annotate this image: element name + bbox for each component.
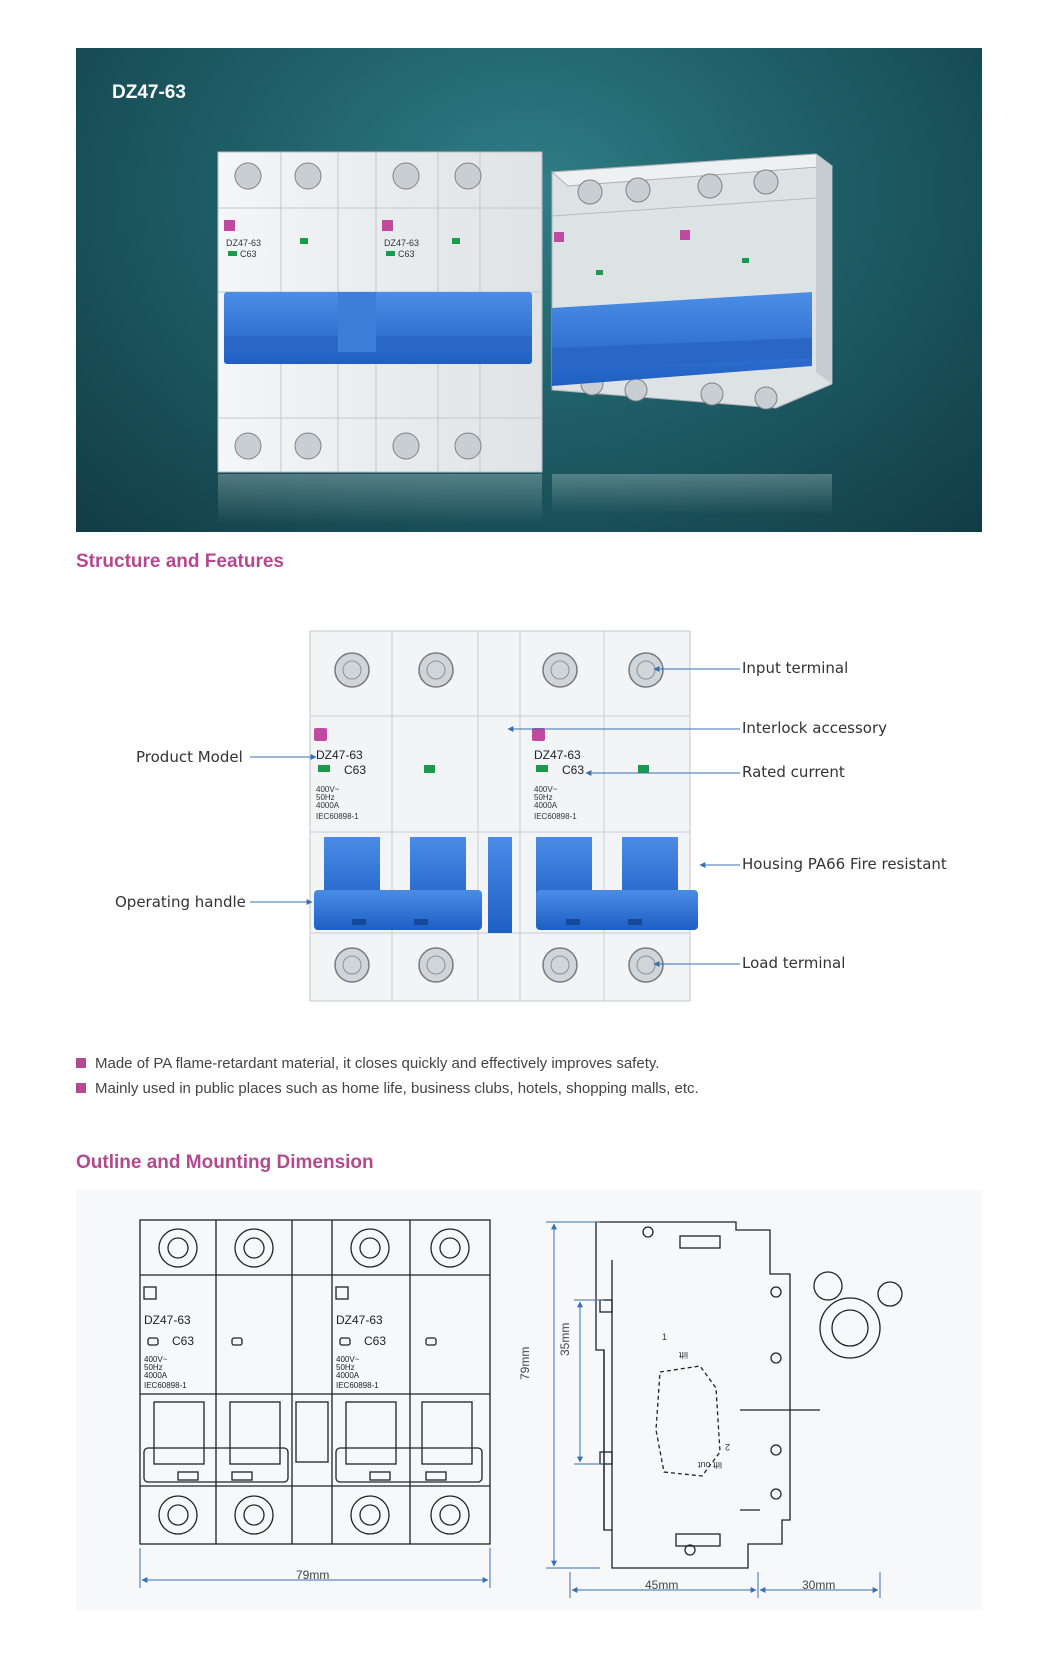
- outline-line2-left: 50Hz: [144, 1363, 163, 1372]
- callout-housing: Housing PA66 Fire resistant: [742, 855, 947, 873]
- outline-standard-right: IEC60898-1: [336, 1381, 379, 1390]
- outline-rating-right: C63: [364, 1334, 386, 1348]
- structure-diagram: DZ47-63 DZ47-63 C63 C63 400V~ 50Hz 4000A…: [250, 630, 740, 1002]
- callout-operating-handle: Operating handle: [115, 893, 246, 911]
- outline-heading: Outline and Mounting Dimension: [76, 1152, 374, 1173]
- outline-drawing: DZ47-63 DZ47-63 C63 C63 400V~ 50Hz 4000A…: [139, 1219, 903, 1598]
- bullet-icon: [76, 1083, 86, 1094]
- callout-input-terminal: Input terminal: [742, 659, 849, 677]
- feature-text-2: Mainly used in public places such as hom…: [95, 1080, 699, 1097]
- outline-rating-left: C63: [172, 1334, 194, 1348]
- side-text-lift: lift: [679, 1350, 688, 1360]
- feature-text-1: Made of PA flame-retardant material, it …: [95, 1055, 660, 1072]
- callout-interlock: Interlock accessory: [742, 719, 888, 737]
- structure-line3-right: 4000A: [534, 801, 558, 810]
- outline-line1-right: 400V~: [336, 1355, 360, 1364]
- outline-line3-left: 4000A: [144, 1371, 168, 1380]
- outline-line3-right: 4000A: [336, 1371, 360, 1380]
- structure-standard-left: IEC60898-1: [316, 812, 359, 821]
- bullet-icon: [76, 1058, 86, 1069]
- hero-breaker-perspective: [550, 153, 834, 514]
- structure-heading: Structure and Features: [76, 551, 284, 572]
- hero-front-model-left: DZ47-63: [226, 238, 261, 248]
- outline-model-right: DZ47-63: [336, 1313, 383, 1327]
- structure-model-left: DZ47-63: [316, 748, 363, 762]
- structure-line2-left: 50Hz: [316, 793, 335, 802]
- structure-rating-left: C63: [344, 763, 366, 777]
- outline-model-left: DZ47-63: [144, 1313, 191, 1327]
- structure-line1-left: 400V~: [316, 785, 340, 794]
- callout-product-model: Product Model: [136, 748, 243, 766]
- outline-standard-left: IEC60898-1: [144, 1381, 187, 1390]
- hero-banner: DZ47-63: [76, 48, 982, 532]
- dim-depth-label: 45mm: [645, 1578, 679, 1592]
- structure-line3-left: 4000A: [316, 801, 340, 810]
- hero-front-model-right: DZ47-63: [384, 238, 419, 248]
- structure-line1-right: 400V~: [534, 785, 558, 794]
- callout-load-terminal: Load terminal: [742, 954, 846, 972]
- outline-line1-left: 400V~: [144, 1355, 168, 1364]
- structure-rating-right: C63: [562, 763, 584, 777]
- dim-handle-label: 30mm: [802, 1578, 836, 1592]
- side-text-lift-out: lift out: [697, 1460, 722, 1470]
- dim-width-label: 79mm: [296, 1568, 330, 1582]
- outline-line2-right: 50Hz: [336, 1363, 355, 1372]
- side-num-2: 2: [725, 1442, 730, 1452]
- outline-front-view: [139, 1219, 491, 1545]
- outline-drawing-area: [76, 1190, 982, 1610]
- feature-item-1: Made of PA flame-retardant material, it …: [76, 1055, 659, 1072]
- outline-side-view: [595, 1221, 903, 1569]
- hero-breaker-front: DZ47-63 DZ47-63 C63 C63: [217, 151, 543, 524]
- structure-model-right: DZ47-63: [534, 748, 581, 762]
- structure-standard-right: IEC60898-1: [534, 812, 577, 821]
- hero-front-rating-right: C63: [398, 249, 415, 259]
- feature-item-2: Mainly used in public places such as hom…: [76, 1080, 699, 1097]
- dim-inner-label: 35mm: [558, 1322, 572, 1356]
- hero-product-illustration: DZ47-63 DZ47-63 C63 C63: [217, 151, 834, 524]
- dim-height-label: 79mm: [518, 1346, 532, 1380]
- hero-model-title: DZ47-63: [112, 82, 186, 103]
- callout-rated-current: Rated current: [742, 763, 845, 781]
- structure-line2-right: 50Hz: [534, 793, 553, 802]
- structure-breaker: DZ47-63 DZ47-63 C63 C63 400V~ 50Hz 4000A…: [309, 630, 698, 1002]
- hero-front-rating-left: C63: [240, 249, 257, 259]
- side-num-1: 1: [662, 1332, 667, 1342]
